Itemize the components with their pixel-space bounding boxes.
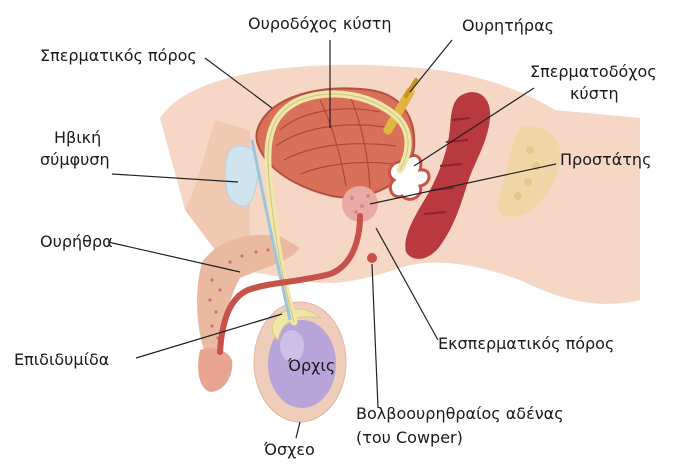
glans [198, 348, 232, 392]
label-prostate: Προστάτης [560, 150, 651, 170]
label-ejaculatory-duct: Εκσπερματικός πόρος [438, 334, 614, 354]
label-urethra: Ουρήθρα [40, 232, 113, 252]
label-testis: Όρχις [288, 356, 335, 376]
label-bulbourethral-line1: Βολβοουρηθραίος αδένας [356, 404, 564, 424]
leader-bulbourethral [372, 264, 378, 408]
label-seminal-vesicle-line1: Σπερματοδόχος [530, 62, 657, 82]
label-ureter: Ουρητήρας [462, 16, 554, 36]
label-seminal-vesicle-line2: κύστη [570, 84, 619, 104]
label-pubic-symphysis-line2: σύμφυση [40, 150, 110, 170]
label-scrotum: Όσχεο [264, 440, 315, 460]
leader-scrotum [296, 422, 300, 438]
pubic-symphysis-shape [225, 146, 258, 206]
bulbourethral-gland-shape [367, 253, 377, 263]
label-bladder: Ουροδόχος κύστη [248, 14, 391, 34]
label-vas-deferens: Σπερματικός πόρος [40, 46, 197, 66]
label-bulbourethral-line2: (του Cowper) [356, 428, 463, 448]
label-pubic-symphysis-line1: Ηβική [54, 128, 101, 148]
label-epididymis: Επιδιδυμίδα [14, 350, 109, 370]
